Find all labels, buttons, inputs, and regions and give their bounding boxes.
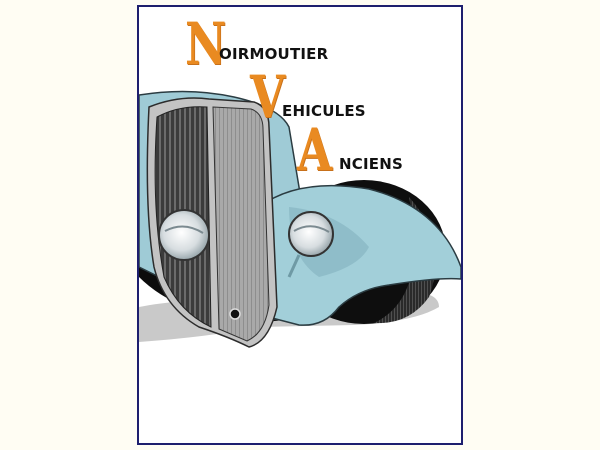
headlamp-right xyxy=(288,211,334,257)
initial-v: V xyxy=(250,63,286,131)
vintage-car-illustration xyxy=(139,90,461,348)
word-nciens: NCIENS xyxy=(339,155,403,173)
initial-a: A xyxy=(297,116,333,184)
headlamp-left xyxy=(158,209,210,261)
word-ehicules: EHICULES xyxy=(282,102,366,120)
poster-frame: N OIRMOUTIER V EHICULES A NCIENS xyxy=(137,5,463,445)
crank-hole xyxy=(229,308,241,320)
initial-n: N xyxy=(185,10,227,78)
word-oirmoutier: OIRMOUTIER xyxy=(219,45,329,63)
grille-light xyxy=(212,106,270,342)
